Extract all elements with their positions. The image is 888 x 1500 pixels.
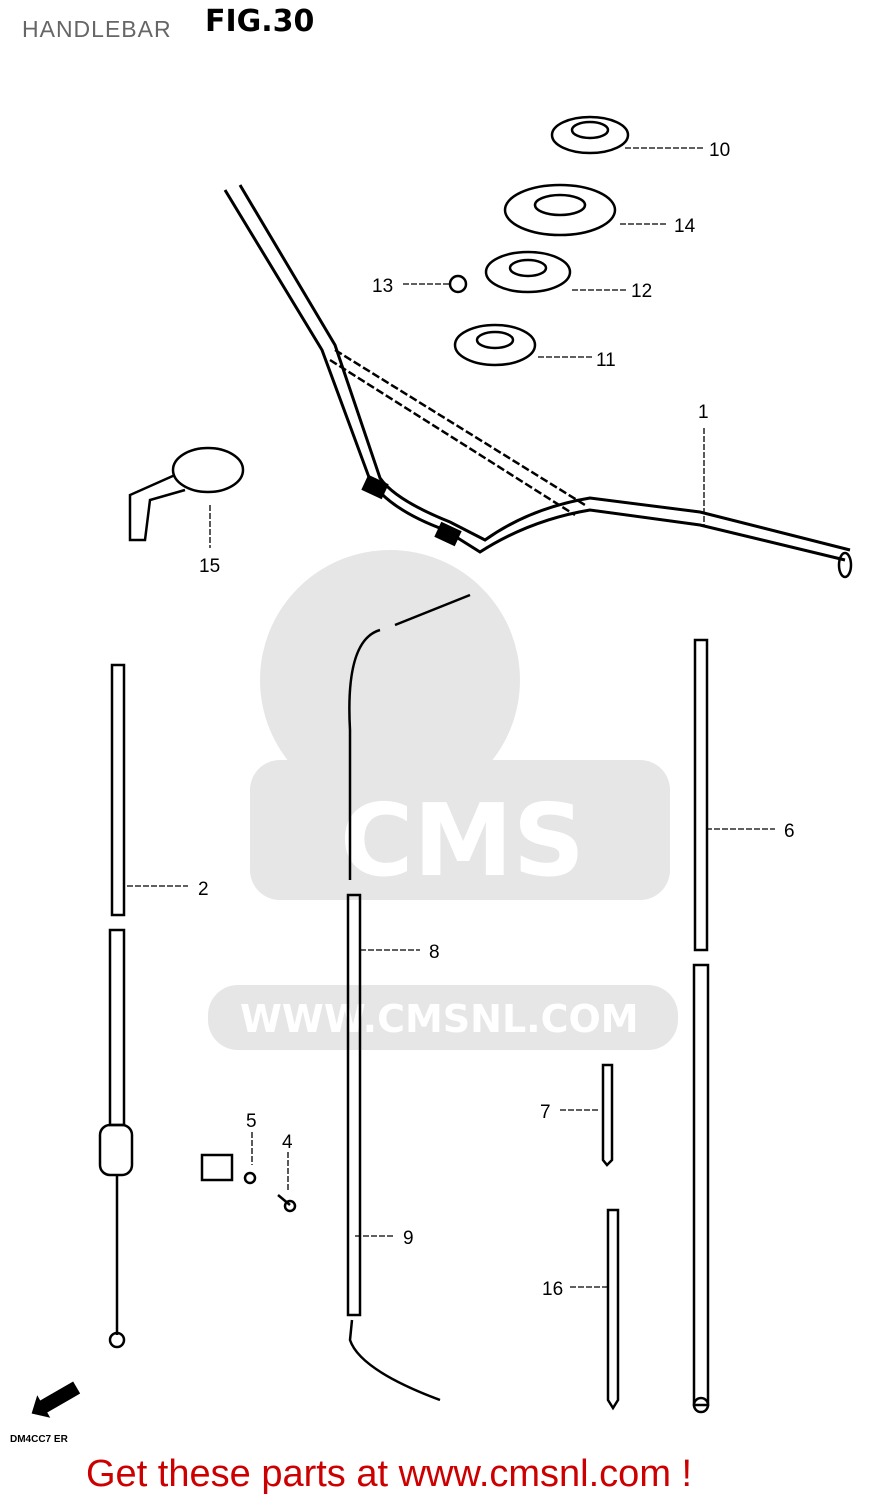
watermark-logo: CMS	[340, 782, 585, 899]
callout-4: 4	[282, 1132, 293, 1153]
callout-14: 14	[674, 216, 696, 237]
callout-10: 10	[709, 140, 730, 161]
watermark-url: WWW.CMSNL.COM	[240, 997, 639, 1041]
callout-7: 7	[540, 1102, 551, 1123]
callout-5: 5	[246, 1111, 257, 1132]
leader-lines	[127, 147, 775, 1288]
callout-9: 9	[403, 1228, 414, 1249]
callout-13: 13	[372, 276, 393, 297]
callout-12: 12	[631, 281, 652, 302]
callout-2: 2	[198, 879, 209, 900]
callout-labels: 1 2 4 5 6 7 8 9 10 11 12 13 14 15 16	[198, 140, 795, 1300]
callout-6: 6	[784, 821, 795, 842]
fwd-arrow-icon	[31, 1381, 81, 1418]
watermark: CMS WWW.CMSNL.COM	[208, 550, 678, 1050]
page-title: HANDLEBAR	[22, 16, 172, 42]
callout-11: 11	[596, 350, 616, 371]
callout-1: 1	[698, 402, 709, 423]
figure-number: FIG.30	[205, 4, 315, 39]
handlebar	[223, 189, 846, 562]
callout-16: 16	[542, 1279, 563, 1300]
callout-8: 8	[429, 942, 440, 963]
drawing-code: DM4CC7 ER	[10, 1434, 68, 1445]
footer-promo: Get these parts at www.cmsnl.com !	[86, 1453, 693, 1495]
parts	[98, 115, 853, 1414]
callout-15: 15	[199, 556, 220, 577]
